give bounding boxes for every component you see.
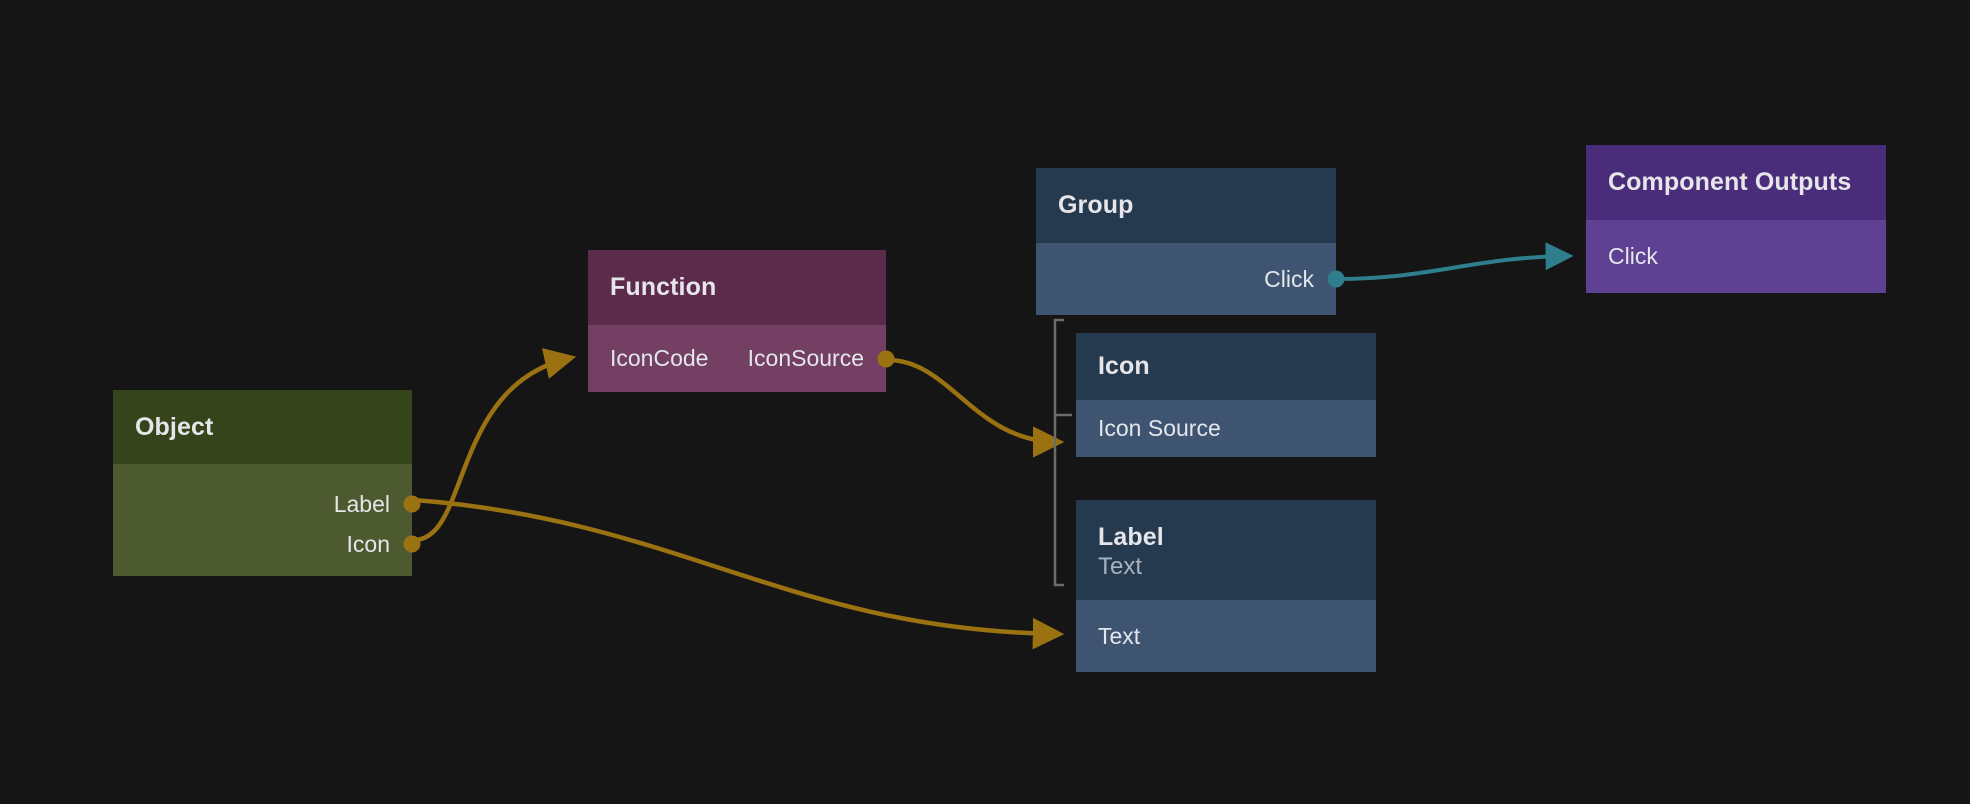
node-icon-body: Icon Source [1076, 400, 1376, 457]
port-function-iconsource-text: IconSource [747, 345, 864, 371]
edge-iconsource-to-icon [887, 357, 1065, 458]
port-label-text[interactable]: Text [1076, 616, 1376, 656]
node-function-header[interactable]: Function [588, 250, 886, 325]
node-group-body: Click [1036, 243, 1345, 315]
node-function[interactable]: Function IconCode IconSource [588, 250, 895, 392]
port-object-label[interactable]: Label [113, 484, 421, 524]
group-bracket [1053, 318, 1072, 587]
node-function-body: IconCode IconSource [588, 325, 895, 392]
node-icon-title: Icon [1098, 352, 1150, 381]
node-component-outputs-body: Click [1586, 220, 1886, 293]
port-icon-iconsource[interactable]: Icon Source [1076, 409, 1376, 449]
port-group-click-text: Click [1264, 265, 1314, 292]
node-component-outputs-title: Component Outputs [1608, 168, 1852, 197]
edge-label-to-text [413, 497, 1065, 650]
node-component-outputs[interactable]: Component Outputs Click [1586, 145, 1886, 293]
node-object[interactable]: Object Label Icon [113, 390, 421, 576]
port-dot-object-icon-icon[interactable] [403, 535, 421, 553]
edge-click-to-click [1337, 242, 1574, 281]
port-dot-function-iconsource-icon[interactable] [877, 350, 895, 367]
port-dot-group-click-icon[interactable] [1327, 270, 1345, 288]
port-icon-iconsource-text: Icon Source [1098, 415, 1221, 441]
node-label-body: Text [1076, 600, 1376, 672]
node-component-outputs-header[interactable]: Component Outputs [1586, 145, 1886, 220]
node-object-body: Label Icon [113, 464, 421, 576]
port-group-click[interactable]: Click [1036, 259, 1345, 299]
port-object-icon[interactable]: Icon [113, 524, 421, 564]
edge-icon-to-iconcode [413, 348, 577, 543]
port-function-row[interactable]: IconCode IconSource [588, 339, 895, 379]
port-component-outputs-click-text: Click [1608, 243, 1658, 269]
node-label[interactable]: Label Text Text [1076, 500, 1376, 672]
port-dot-object-label-icon[interactable] [403, 495, 421, 513]
port-function-iconcode-text: IconCode [610, 345, 709, 371]
node-group-header[interactable]: Group [1036, 168, 1336, 243]
node-object-title: Object [135, 412, 214, 441]
port-component-outputs-click[interactable]: Click [1586, 237, 1886, 277]
port-label-text-text: Text [1098, 622, 1141, 649]
port-object-icon-text: Icon [346, 530, 390, 557]
node-function-title: Function [610, 273, 717, 302]
node-icon-header[interactable]: Icon [1076, 333, 1376, 400]
node-label-header[interactable]: Label Text [1076, 500, 1376, 600]
node-group-title: Group [1058, 191, 1134, 220]
node-object-header[interactable]: Object [113, 390, 412, 464]
port-object-label-text: Label [333, 490, 390, 517]
node-label-title: Label [1098, 522, 1164, 551]
node-group[interactable]: Group Click [1036, 168, 1345, 315]
node-label-subtitle: Text [1098, 552, 1143, 580]
node-icon[interactable]: Icon Icon Source [1076, 333, 1376, 457]
